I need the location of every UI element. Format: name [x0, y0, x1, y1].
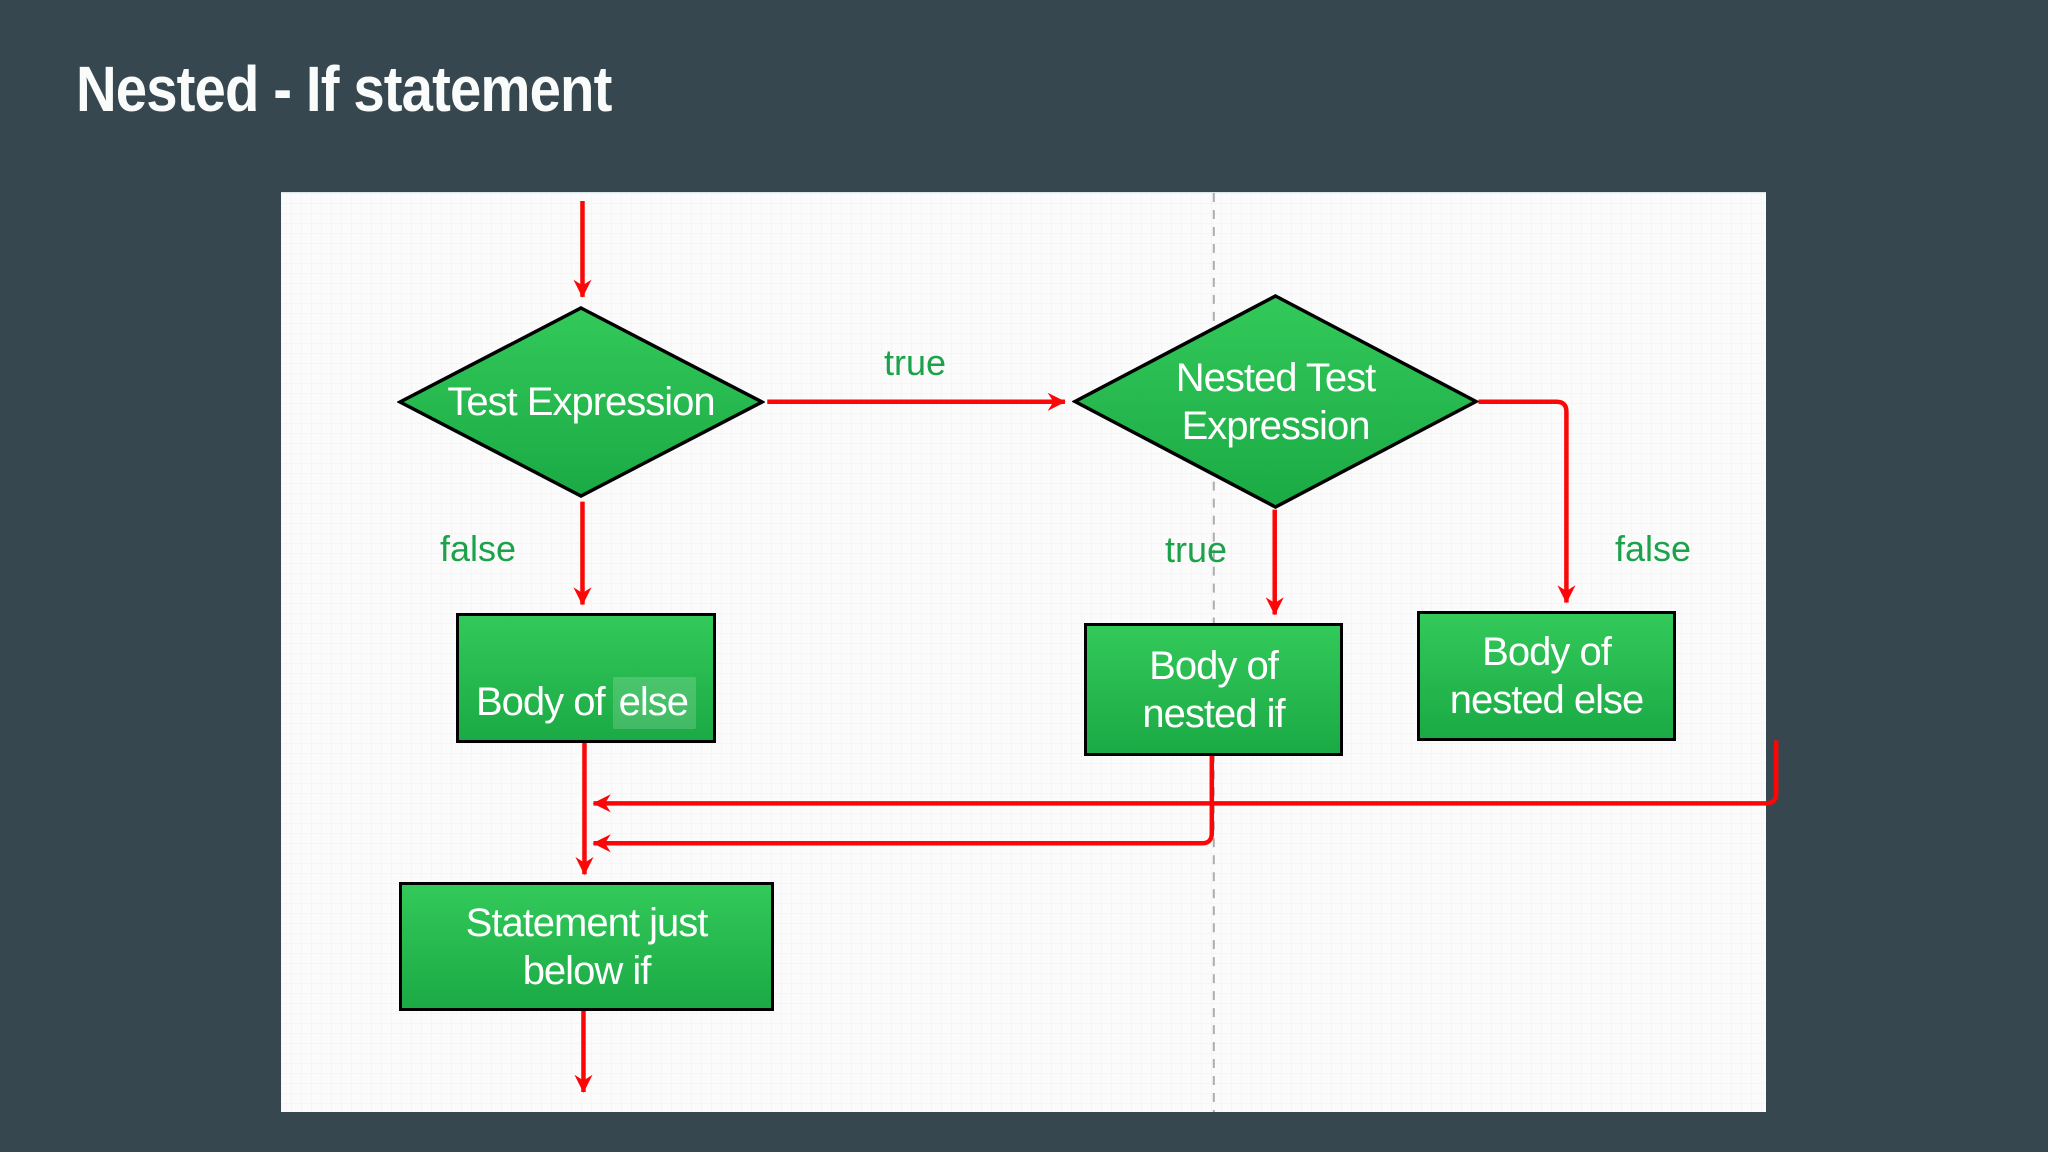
node-label: Nested Test Expression [1175, 355, 1376, 448]
diamond-shape [397, 306, 765, 498]
node-body-of-nested-if: Body of nested if [1084, 623, 1343, 756]
edge-body-of-nested-else-merge [592, 740, 1779, 813]
node-label: Body of nested if [1142, 643, 1285, 736]
flow-arrow-group [573, 200, 1779, 1093]
slide-title: Nested - If statement [76, 53, 612, 125]
node-label-highlighted-text: else [612, 677, 697, 729]
edge-label-nested-true: true [1164, 529, 1228, 570]
edge-label-test-false: false [439, 528, 517, 569]
node-label: Statement just below if [465, 900, 709, 993]
edge-label-test-true: true [883, 342, 947, 383]
node-label: Body of nested else [1449, 630, 1645, 722]
flowchart-canvas: Test Expression Nested Test Expression B… [281, 192, 1779, 1112]
edge-label-nested-false: false [1614, 528, 1692, 569]
node-body-of-nested-else: Body of nested else [1417, 611, 1676, 741]
node-statement-below-if: Statement just below if [399, 882, 774, 1011]
node-label: Test Expression [447, 380, 715, 424]
diamond-shape [1072, 294, 1479, 509]
node-label-text: Body of [475, 680, 606, 724]
node-test-expression: Test Expression [397, 305, 765, 499]
edge-nested-false-to-body-of-nested-else [1478, 399, 1576, 604]
node-nested-test-expression: Nested Test Expression [1072, 293, 1479, 510]
edge-body-of-nested-if-merge [592, 755, 1215, 853]
flow-edges [573, 193, 1779, 1112]
